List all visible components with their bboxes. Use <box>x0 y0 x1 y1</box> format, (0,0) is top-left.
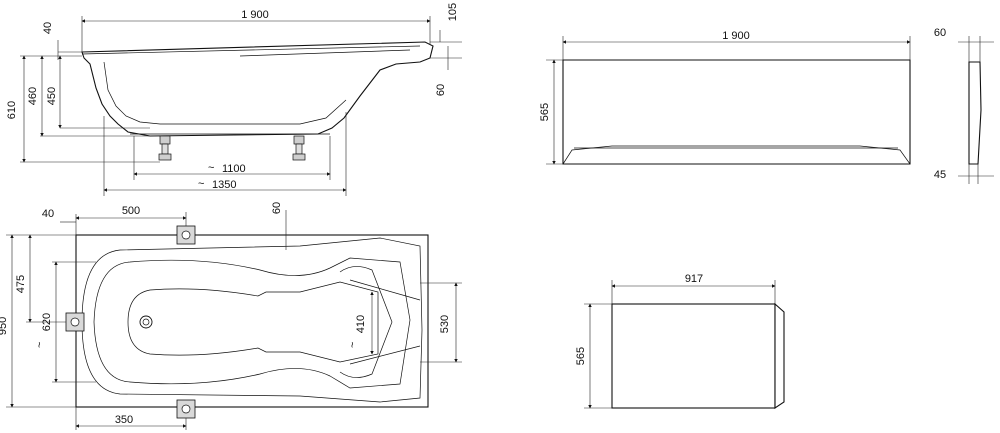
front-panel-recess <box>562 145 911 165</box>
dim-label-side-length: 1 900 <box>241 9 269 21</box>
dim-label-top-60: 60 <box>271 202 283 214</box>
front-panel-shape <box>562 59 911 165</box>
dim-label-side-right-60: 60 <box>435 84 447 96</box>
dim-label-end-panel-height: 565 <box>575 347 587 365</box>
dim-label-side-1100: 1100 <box>222 163 246 175</box>
side-view-leg-right <box>292 135 306 161</box>
side-view-inner-curve <box>103 61 347 125</box>
dim-label-side-460: 460 <box>27 87 39 105</box>
dim-label-top-500: 500 <box>122 205 140 217</box>
dim-label-end-panel-length: 917 <box>685 273 703 285</box>
top-view-outer-rim <box>75 234 429 408</box>
approx-symbol-1100: ~ <box>208 162 214 174</box>
dim-label-side-610: 610 <box>6 101 18 119</box>
bracket-left-icon <box>65 312 85 332</box>
bracket-bottom-icon <box>176 399 196 419</box>
dim-label-front-panel-height: 565 <box>539 103 551 121</box>
dim-label-top-475: 475 <box>15 275 27 293</box>
side-view-rim-line <box>81 45 421 55</box>
dim-label-top-left-40: 40 <box>42 208 54 220</box>
top-view-inner-basin <box>127 281 379 363</box>
dim-label-top-530: 530 <box>439 315 451 333</box>
top-view: 40 500 60 950 475 620 ~ 410 ~ 530 350 <box>0 202 462 430</box>
approx-symbol-620: ~ <box>34 342 46 348</box>
side-view-rim-highlight <box>239 49 411 57</box>
dim-label-side-rim-height: 40 <box>42 22 54 34</box>
dim-label-top-620: 620 <box>41 313 53 331</box>
dim-label-front-panel-top-thickness: 60 <box>934 27 946 39</box>
approx-symbol-410: ~ <box>347 342 359 348</box>
dim-label-side-top-offset: 105 <box>447 3 459 21</box>
side-view: 1 900 40 105 60 610 460 450 ~ 1100 <box>6 3 462 196</box>
end-panel-side-edge <box>774 302 785 410</box>
approx-symbol-1350: ~ <box>198 178 204 190</box>
front-panel: 1 900 565 60 45 <box>539 27 994 184</box>
end-panel-shape <box>611 303 776 409</box>
dim-label-front-panel-length: 1 900 <box>722 30 750 42</box>
top-view-outer-basin <box>81 237 423 403</box>
front-panel-profile <box>968 61 982 165</box>
dim-label-top-350: 350 <box>115 414 133 426</box>
bracket-top-icon <box>176 225 196 245</box>
dim-label-side-1350: 1350 <box>212 179 236 191</box>
drain-icon <box>139 315 153 329</box>
side-view-leg-left <box>158 135 172 161</box>
dim-label-side-450: 450 <box>46 87 58 105</box>
dim-label-top-950: 950 <box>0 317 9 335</box>
top-view-middle-contour <box>93 257 411 389</box>
dim-label-top-410: 410 <box>355 315 367 333</box>
side-view-tub-shape <box>81 41 434 137</box>
top-view-headrest <box>339 266 393 378</box>
dim-label-front-panel-bottom-thickness: 45 <box>934 169 946 181</box>
end-panel: 917 565 <box>575 273 785 410</box>
